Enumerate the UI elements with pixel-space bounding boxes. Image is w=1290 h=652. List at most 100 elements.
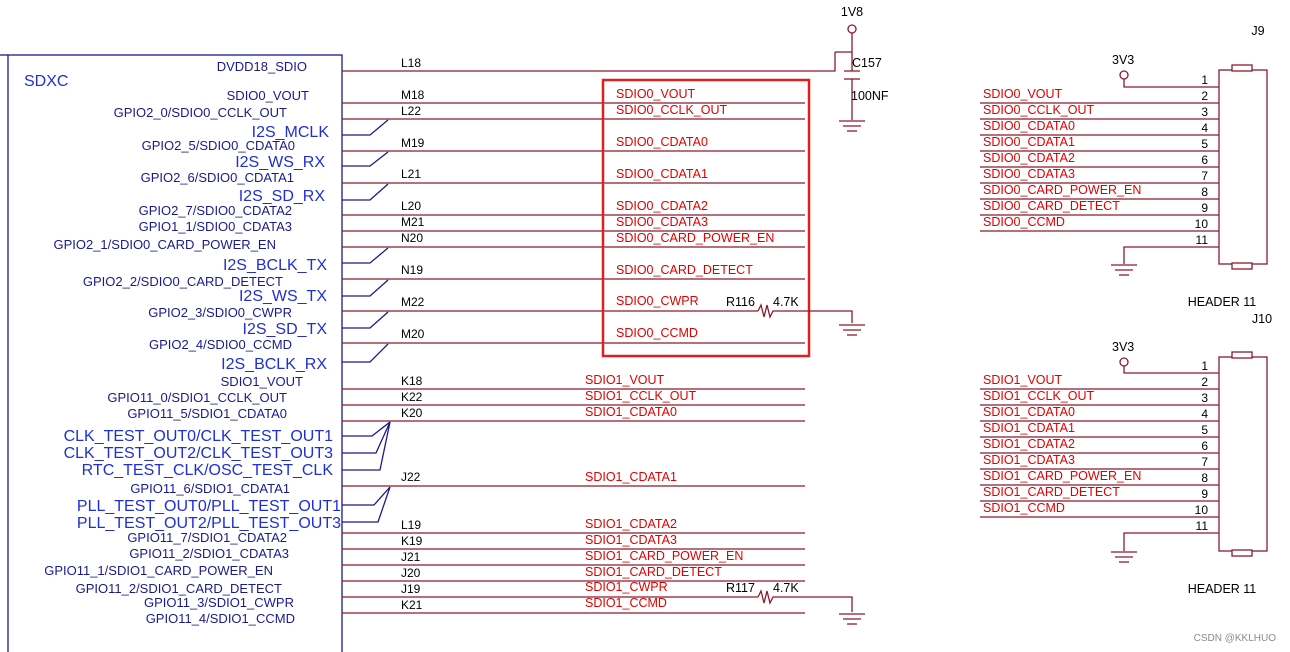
chip-pin-label: GPIO2_6/SDIO0_CDATA1 xyxy=(141,170,294,185)
wire-dvdd18 xyxy=(342,52,836,72)
header-signal: SDIO1_CDATA0 xyxy=(983,405,1075,419)
header-pin-number: 3 xyxy=(1201,105,1208,119)
header-pin-number: 11 xyxy=(1196,233,1209,247)
chip-pin-label: GPIO2_4/SDIO0_CCMD xyxy=(149,337,292,352)
header-pin-number: 8 xyxy=(1201,471,1208,485)
header-pin-number: 4 xyxy=(1201,407,1208,421)
pin-number: K22 xyxy=(401,390,423,404)
header-pin-number: 7 xyxy=(1201,455,1208,469)
header-pin-number: 10 xyxy=(1195,217,1209,231)
ground-symbol xyxy=(1111,264,1137,276)
pin-number: L21 xyxy=(401,167,421,181)
alt-tick xyxy=(342,421,391,437)
alt-tick xyxy=(342,151,389,167)
chip-pin-label: GPIO1_1/SDIO0_CDATA3 xyxy=(139,219,292,234)
chip-pin-label: GPIO11_0/SDIO1_CCLK_OUT xyxy=(107,390,287,405)
sdxc-chip-body xyxy=(7,54,343,652)
pin-number: M19 xyxy=(401,136,425,150)
chip-pin-label: GPIO11_6/SDIO1_CDATA1 xyxy=(130,481,290,496)
power-3v3-symbol xyxy=(1119,70,1129,80)
net-label: SDIO0_CCMD xyxy=(616,326,698,340)
header-signal: SDIO1_CCLK_OUT xyxy=(983,389,1095,403)
pin-number: L22 xyxy=(401,104,421,118)
header-pin-number: 11 xyxy=(1196,519,1209,533)
net-label: SDIO0_CWPR xyxy=(616,294,699,308)
capacitor-value: 100NF xyxy=(851,89,889,103)
chip-pin-label-alt: I2S_WS_TX xyxy=(239,288,327,305)
chip-pin-label: GPIO2_0/SDIO0_CCLK_OUT xyxy=(114,105,287,120)
net-label: SDIO1_CWPR xyxy=(585,580,668,594)
r117-pulldown: R117 4.7K xyxy=(726,581,865,625)
net-label: SDIO0_CDATA0 xyxy=(616,135,708,149)
header-pin-number: 2 xyxy=(1201,375,1208,389)
pin-number: M18 xyxy=(401,88,425,102)
pin-number: M20 xyxy=(401,327,425,341)
chip-pin-label: SDIO0_VOUT xyxy=(227,88,309,103)
ground-symbol xyxy=(839,613,865,625)
header-bottom-tab xyxy=(1231,262,1253,270)
net-label: SDIO1_CARD_POWER_EN xyxy=(585,549,743,563)
pin-number: K18 xyxy=(401,374,423,388)
header-signal: SDIO0_CDATA2 xyxy=(983,151,1075,165)
chip-pin-label-alt: I2S_SD_RX xyxy=(239,188,326,205)
header-name: HEADER 11 xyxy=(1188,295,1257,309)
header-signal: SDIO0_CCLK_OUT xyxy=(983,103,1095,117)
header-pin-number: 2 xyxy=(1201,89,1208,103)
alt-tick xyxy=(342,421,391,471)
pin-number: L19 xyxy=(401,518,421,532)
pin-number: N19 xyxy=(401,263,423,277)
sdio0-net-labels: SDIO0_VOUT SDIO0_CCLK_OUT SDIO0_CDATA0 S… xyxy=(616,87,774,340)
header-pin-number: 1 xyxy=(1201,359,1208,373)
header-signal: SDIO1_CARD_POWER_EN xyxy=(983,469,1141,483)
header-signal: SDIO1_CDATA2 xyxy=(983,437,1075,451)
net-label: SDIO0_CDATA2 xyxy=(616,199,708,213)
header-pin-number: 5 xyxy=(1201,423,1208,437)
header-signal: SDIO0_CARD_POWER_EN xyxy=(983,183,1141,197)
power-3v3-symbol xyxy=(1119,357,1129,367)
alt-tick xyxy=(342,119,389,136)
header-top-tab xyxy=(1231,351,1253,359)
header-signal: SDIO0_CDATA0 xyxy=(983,119,1075,133)
chip-pin-label: DVDD18_SDIO xyxy=(217,59,307,74)
sdio0-wires xyxy=(342,52,836,344)
header-signal: SDIO0_CDATA3 xyxy=(983,167,1075,181)
alt-tick xyxy=(342,486,391,523)
net-label: SDIO0_CDATA3 xyxy=(616,215,708,229)
pin-number: M22 xyxy=(401,295,425,309)
chip-pin-label: GPIO11_7/SDIO1_CDATA2 xyxy=(127,530,287,545)
resistor-ref: R117 xyxy=(726,581,755,595)
header-pin-number: 9 xyxy=(1201,201,1208,215)
header-signal: SDIO1_CDATA1 xyxy=(983,421,1075,435)
chip-pin-label-alt: CLK_TEST_OUT0/CLK_TEST_OUT1 xyxy=(64,428,334,445)
header-body xyxy=(1218,69,1268,265)
sdio1-wires xyxy=(342,388,805,614)
wire xyxy=(1123,366,1219,374)
chip-pin-label: GPIO2_2/SDIO0_CARD_DETECT xyxy=(83,274,283,289)
header-pin-number: 9 xyxy=(1201,487,1208,501)
ground-symbol xyxy=(839,120,865,132)
header-bottom-tab xyxy=(1231,549,1253,557)
net-label: SDIO0_VOUT xyxy=(616,87,696,101)
resistor-value: 4.7K xyxy=(773,581,799,595)
header-pin-number: 6 xyxy=(1201,153,1208,167)
chip-pin-label: GPIO2_3/SDIO0_CWPR xyxy=(148,305,292,320)
pin-number: M21 xyxy=(401,215,425,229)
wire xyxy=(1123,532,1219,551)
pin-number: L18 xyxy=(401,56,421,70)
wire xyxy=(1123,79,1219,88)
wire xyxy=(1123,246,1219,264)
header-pin-number: 8 xyxy=(1201,185,1208,199)
alt-tick xyxy=(342,279,389,297)
alt-tick xyxy=(342,311,389,329)
header-pin-number: 3 xyxy=(1201,391,1208,405)
header-signal: SDIO0_VOUT xyxy=(983,87,1063,101)
pin-number: J19 xyxy=(401,582,421,596)
sdio1-net-labels: SDIO1_VOUT SDIO1_CCLK_OUT SDIO1_CDATA0 S… xyxy=(585,373,743,610)
chip-pin-labels: DVDD18_SDIO SDIO0_VOUT GPIO2_0/SDIO0_CCL… xyxy=(44,59,341,626)
header-signal: SDIO1_VOUT xyxy=(983,373,1063,387)
chip-pin-label-alt: PLL_TEST_OUT0/PLL_TEST_OUT1 xyxy=(77,498,341,515)
header-pin-number: 6 xyxy=(1201,439,1208,453)
net-label: SDIO1_CDATA1 xyxy=(585,470,677,484)
pin-number: J21 xyxy=(401,550,421,564)
